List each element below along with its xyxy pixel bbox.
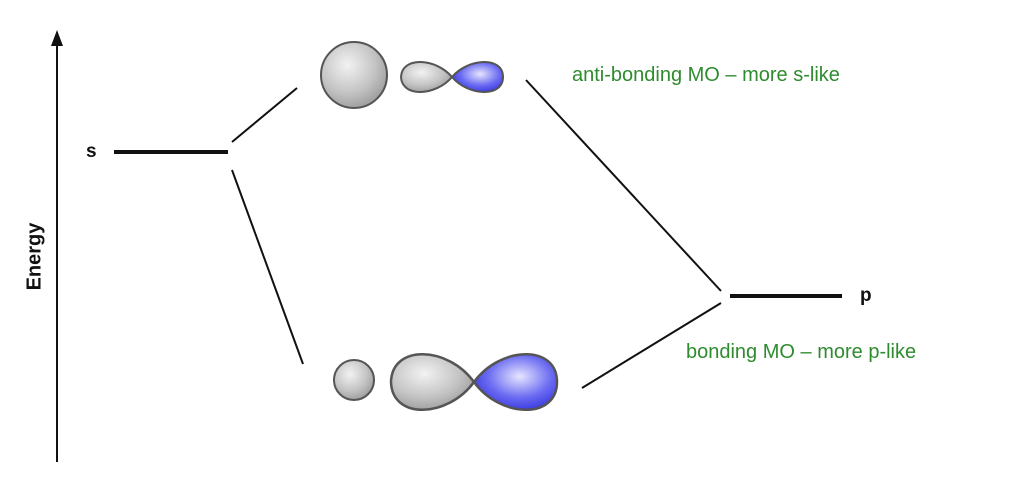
p-level-label: p	[860, 285, 872, 306]
energy-axis	[51, 30, 63, 462]
axis-arrowhead-icon	[51, 30, 63, 46]
antibonding-mo-label: anti-bonding MO – more s-like	[572, 64, 840, 86]
antibonding-s-orbital	[320, 41, 388, 109]
bonding-p-lobe-blue	[472, 353, 559, 411]
connector-s-to-antibonding	[231, 87, 298, 143]
bonding-mo-label: bonding MO – more p-like	[686, 341, 917, 363]
connector-s-to-bonding	[231, 169, 304, 365]
connector-antibonding-to-p	[525, 79, 722, 292]
bonding-orbital-graphic	[333, 353, 559, 411]
bonding-s-orbital	[333, 359, 375, 401]
s-level-label: s	[86, 141, 97, 162]
bonding-p-lobe-gray	[389, 353, 476, 411]
connector-bonding-to-p	[581, 302, 722, 389]
energy-axis-label: Energy	[23, 222, 46, 291]
antibonding-orbital-graphic	[320, 41, 505, 109]
antibonding-p-lobe-gray	[399, 61, 454, 93]
antibonding-p-lobe-blue	[450, 61, 505, 93]
